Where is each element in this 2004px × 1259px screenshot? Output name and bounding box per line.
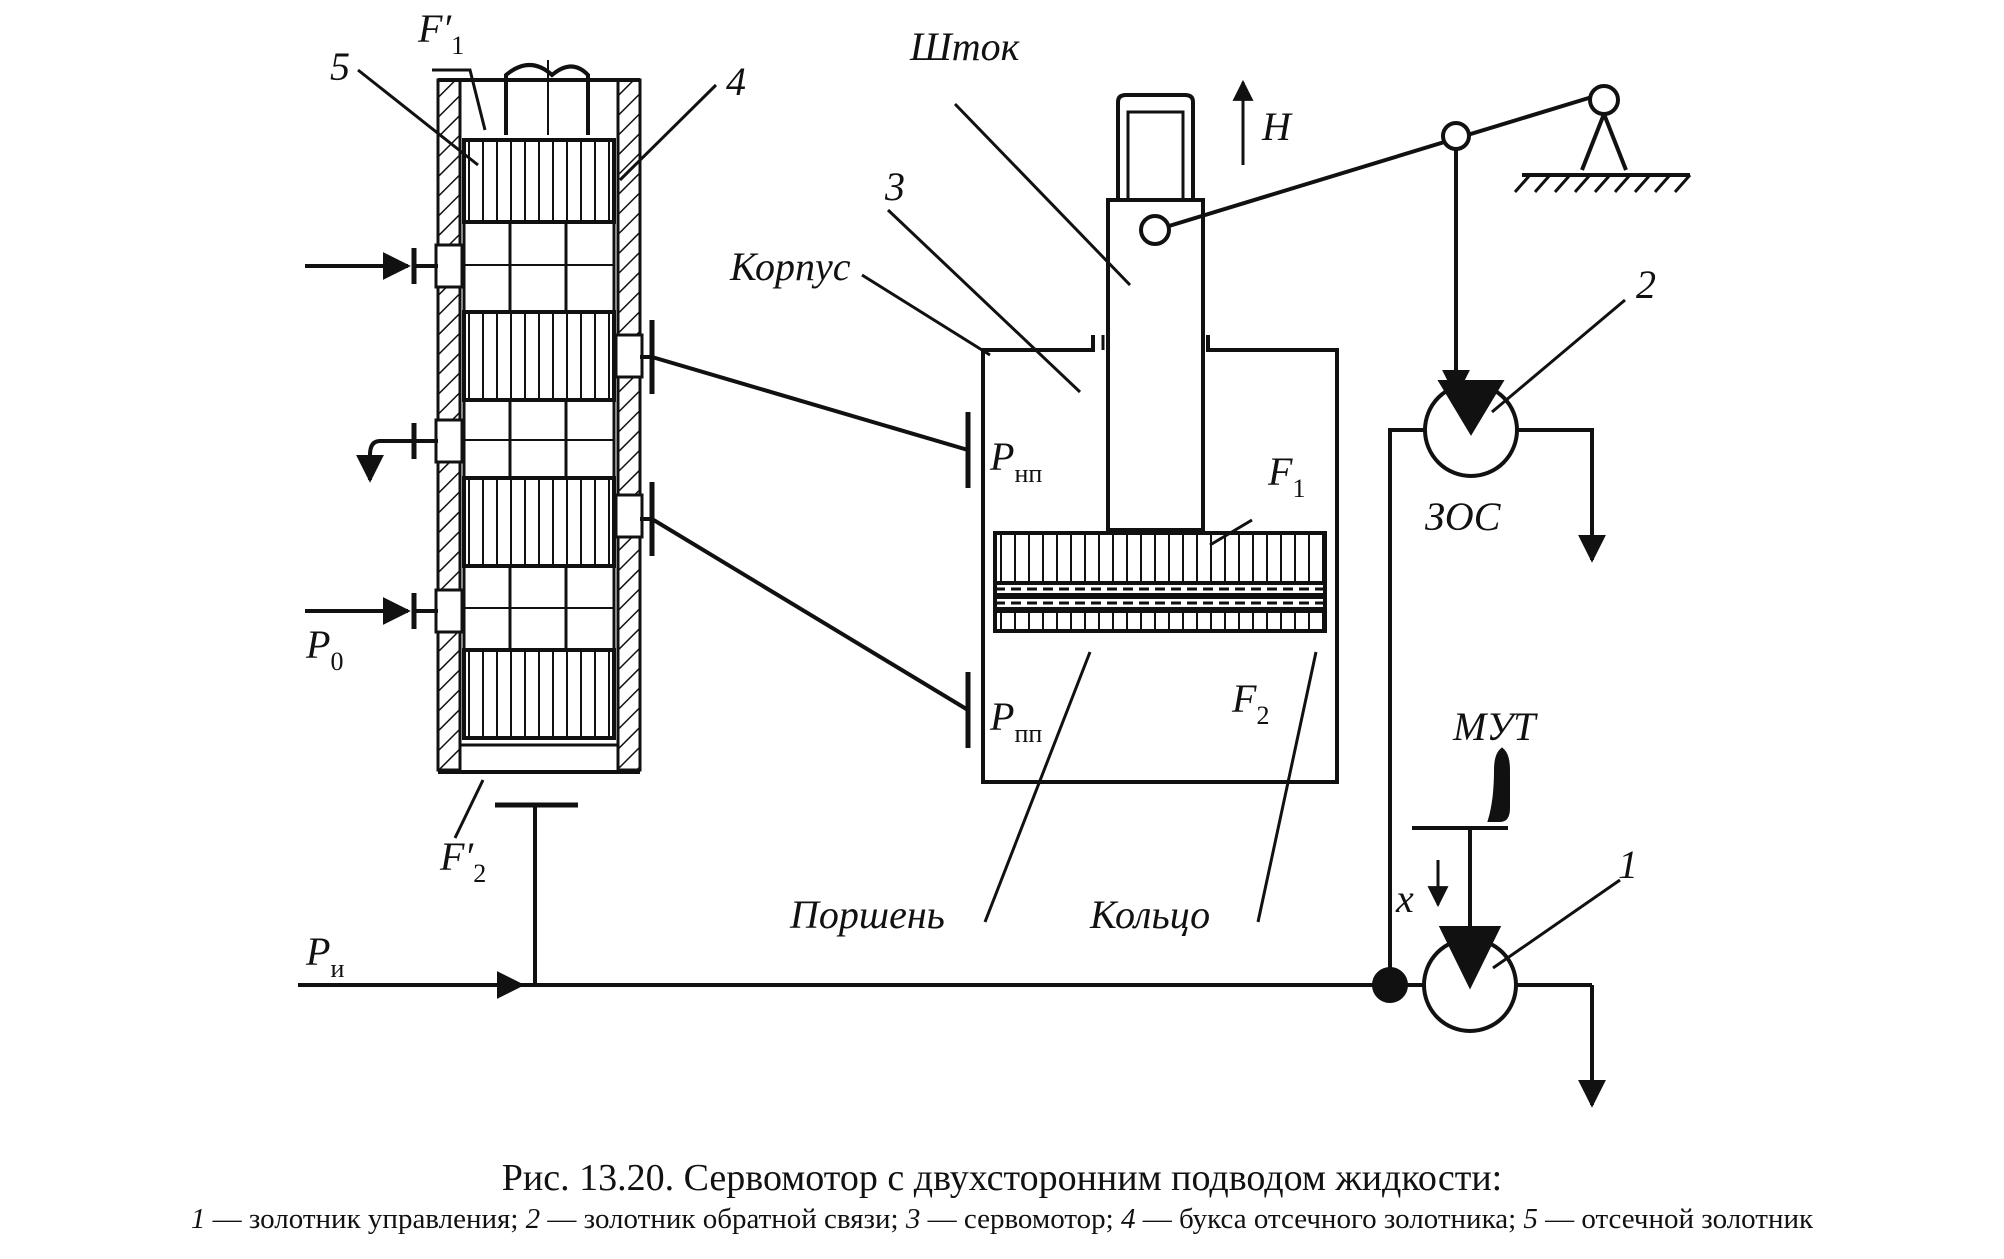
legend-num: 3 [905, 1203, 921, 1235]
caption-legend: 1 — золотник управления; 2 — золотник об… [0, 1201, 2004, 1237]
piston-rod [1106, 93, 1205, 532]
legend-text: — золотник управления; [205, 1203, 526, 1235]
pressure-supply-line [298, 802, 1424, 1003]
cutoff-valve-spool [462, 60, 616, 740]
label-zos: ЗОС [1425, 494, 1502, 539]
label-piston: Поршень [789, 892, 945, 937]
inlet-arrow-p0 [305, 593, 438, 629]
feedback-lever [1168, 84, 1692, 398]
figure-caption: Рис. 13.20. Сервомотор с двухсторонним п… [0, 1155, 2004, 1237]
legend-text: — золотник обратной связи; [540, 1203, 906, 1235]
label-4: 4 [726, 59, 746, 104]
label-p0: P0 [305, 622, 343, 676]
label-2: 2 [1636, 262, 1656, 307]
control-valve [1412, 747, 1621, 1108]
legend-text: — сервомотор; [920, 1203, 1121, 1235]
legend-text: — отсечной золотник [1537, 1203, 1814, 1235]
inlet-arrow-upper [305, 248, 438, 284]
feedback-valve-zos [1388, 298, 1626, 980]
label-body: Корпус [729, 244, 851, 289]
label-f1-prime: F′1 [417, 6, 464, 60]
legend-text: — букса отсечного золотника; [1135, 1203, 1524, 1235]
valve-outlet-ports [640, 320, 655, 556]
cutoff-valve-bushing [434, 78, 644, 774]
label-3: 3 [884, 164, 905, 209]
drain-arrow [356, 423, 438, 483]
label-stock: Шток [909, 24, 1020, 69]
legend-num: 5 [1523, 1203, 1538, 1235]
legend-num: 2 [525, 1203, 541, 1235]
label-ppp: Pпп [989, 694, 1042, 748]
label-ring: Кольцо [1089, 892, 1210, 937]
label-f1: F1 [1267, 449, 1305, 503]
label-mut: МУТ [1452, 704, 1538, 749]
label-1: 1 [1618, 842, 1638, 887]
legend-num: 1 [190, 1203, 206, 1235]
piston [993, 531, 1327, 633]
label-pnp: Pнп [989, 434, 1042, 488]
label-f2-prime: F′2 [439, 834, 486, 888]
pressure-lines [650, 355, 971, 748]
label-f2: F2 [1231, 676, 1269, 730]
servomotor-diagram: Шток H 3 Корпус 5 4 F′1 F′2 P0 Pи Pнп Pп… [298, 6, 1692, 1108]
label-pi: Pи [305, 929, 344, 983]
legend-num: 4 [1120, 1203, 1136, 1235]
label-5: 5 [330, 44, 350, 89]
label-h: H [1261, 104, 1293, 149]
label-x: x [1395, 876, 1414, 921]
caption-title: Рис. 13.20. Сервомотор с двухсторонним п… [501, 1157, 1503, 1199]
leader-lines [357, 68, 1318, 923]
